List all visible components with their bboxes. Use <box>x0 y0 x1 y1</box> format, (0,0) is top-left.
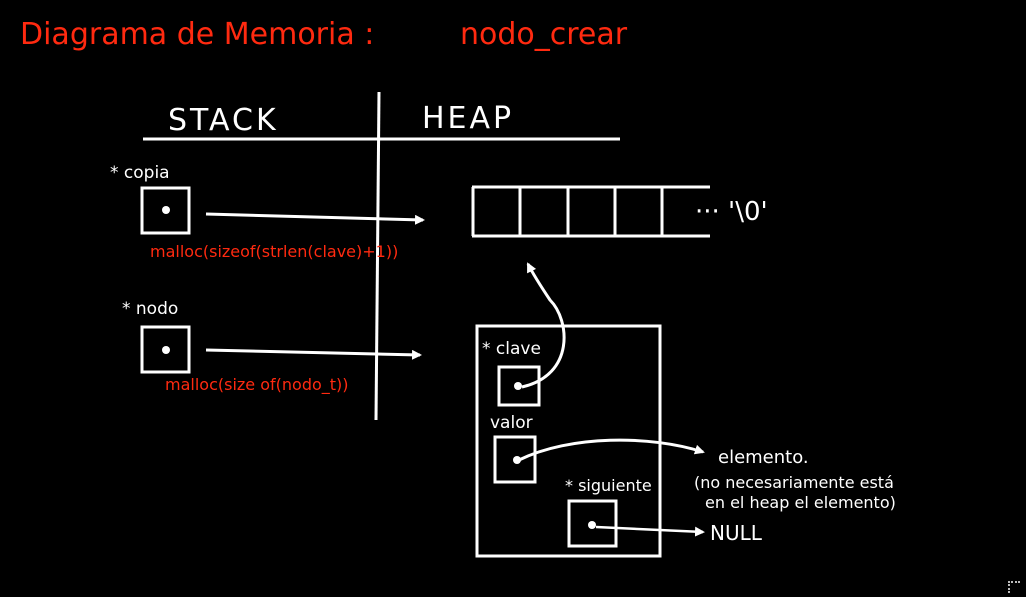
null-label: NULL <box>710 521 763 545</box>
title-prefix: Diagrama de Memoria : <box>20 17 374 52</box>
clave-field-dot <box>514 382 522 390</box>
copia-pointer-dot <box>162 206 170 214</box>
node-struct-box <box>475 324 662 558</box>
clave-label: * clave <box>482 339 541 359</box>
siguiente-field-box <box>567 499 618 548</box>
elemento-note-line2: en el heap el elemento) <box>705 493 896 512</box>
copia-label: * copia <box>110 163 170 183</box>
title-function: nodo_crear <box>460 17 628 52</box>
nodo-label: * nodo <box>122 299 178 319</box>
clave-field-box <box>497 365 541 407</box>
valor-field-dot <box>513 456 521 464</box>
string-terminator: ··· '\0' <box>695 197 768 227</box>
elemento-label: elemento. <box>718 447 809 468</box>
nodo-malloc: malloc(size of(nodo_t)) <box>165 375 349 395</box>
siguiente-field-dot <box>588 521 596 529</box>
copia-malloc: malloc(sizeof(strlen(clave)+1)) <box>150 242 398 261</box>
copia-arrow <box>205 212 425 225</box>
nodo-arrow <box>205 348 422 360</box>
valor-field-box <box>493 435 537 484</box>
valor-arrow <box>518 438 705 462</box>
clave-arrow <box>521 262 566 389</box>
siguiente-arrow <box>595 525 705 537</box>
siguiente-label: * siguiente <box>565 476 652 495</box>
nodo-pointer-box <box>140 325 191 374</box>
nodo-pointer-dot <box>162 346 170 354</box>
stack-header: STACK <box>168 103 279 138</box>
copia-pointer-box <box>140 186 191 235</box>
elemento-note-line1: (no necesariamente está <box>694 473 894 492</box>
resize-corner-icon <box>1008 581 1020 593</box>
stack-heap-divider <box>374 91 381 421</box>
heap-header: HEAP <box>422 101 514 136</box>
valor-label: valor <box>490 413 533 433</box>
